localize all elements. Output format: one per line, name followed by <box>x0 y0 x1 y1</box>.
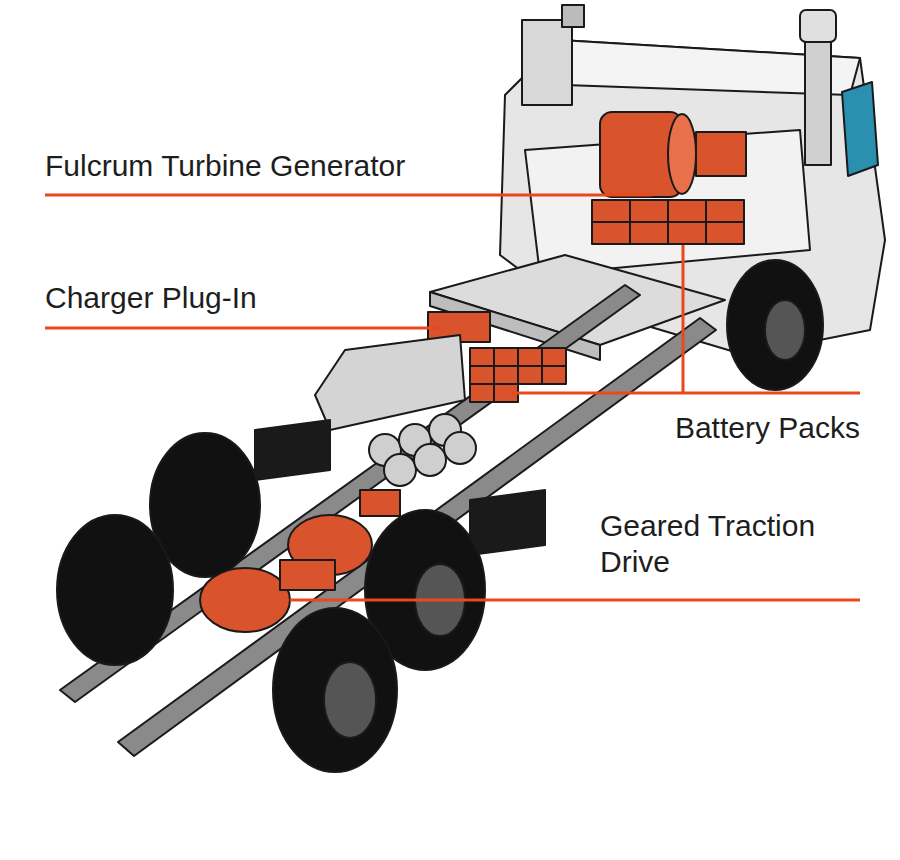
callout-label: Charger Plug-In <box>45 280 257 316</box>
callout-label: Battery Packs <box>675 410 860 446</box>
callout-label: Fulcrum Turbine Generator <box>45 148 405 184</box>
callout-label: Geared Traction Drive <box>600 508 860 580</box>
